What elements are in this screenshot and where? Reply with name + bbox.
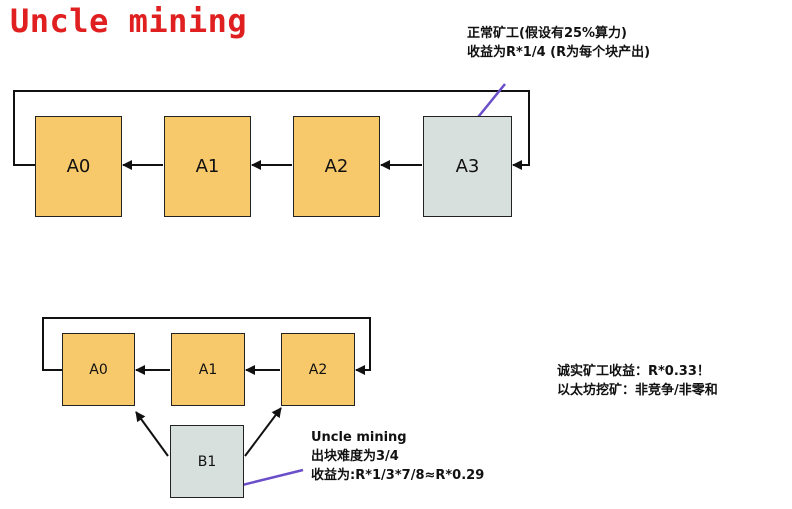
d2-block-b1: B1 (170, 425, 244, 498)
d2-block-a2: A2 (281, 333, 355, 406)
d1-note: 正常矿工(假设有25%算力) 收益为R*1/4 (R为每个块产出) (467, 24, 650, 62)
d2-edge-b1-to-a0 (135, 411, 169, 457)
side-line-1: 诚实矿工收益：R*0.33！ (557, 364, 710, 379)
d1-note-line-1: 正常矿工(假设有25%算力) (467, 26, 627, 41)
side-line-2: 以太坊挖矿：非竞争/非零和 (557, 383, 718, 398)
d2-loop-connector (42, 317, 371, 375)
d1-loop-connector (13, 90, 530, 170)
d2-edge-b1-to-a2 (244, 407, 282, 457)
d1-block-a2: A2 (293, 116, 380, 217)
side-conclusion: 诚实矿工收益：R*0.33！ 以太坊挖矿：非竞争/非零和 (557, 362, 718, 400)
d2-note-line-1: Uncle mining (311, 430, 407, 445)
d1-block-a1: A1 (164, 116, 251, 217)
d2-note: Uncle mining 出块难度为3/4 收益为:R*1/3*7/8≈R*0.… (311, 428, 484, 485)
d1-block-a0: A0 (35, 116, 122, 217)
d2-block-a1: A1 (171, 333, 245, 406)
d2-block-a0: A0 (62, 333, 135, 406)
d2-note-line-3: 收益为:R*1/3*7/8≈R*0.29 (311, 468, 485, 483)
slide-title: Uncle mining (10, 2, 248, 40)
d2-note-line-2: 出块难度为3/4 (311, 449, 399, 464)
d1-block-a3: A3 (423, 116, 512, 217)
d1-note-line-2: 收益为R*1/4 (R为每个块产出) (467, 45, 651, 60)
